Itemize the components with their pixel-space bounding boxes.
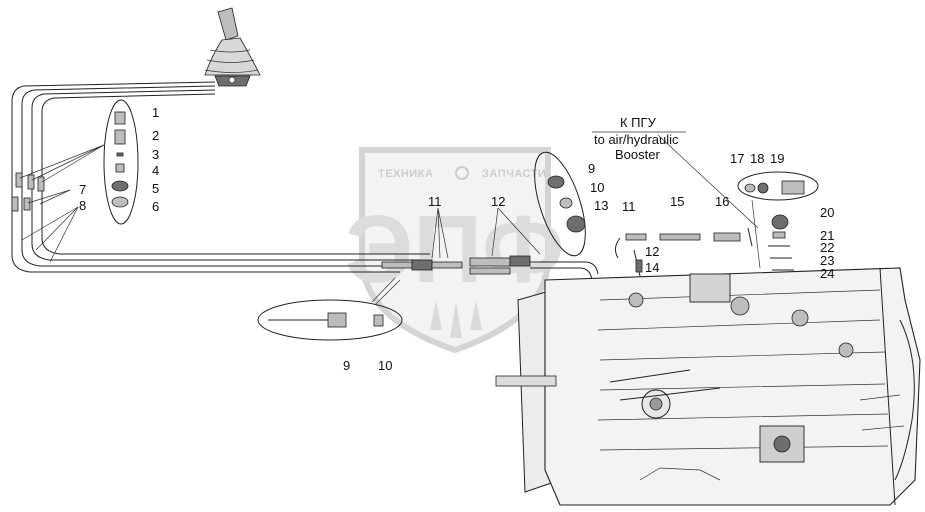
- callout-13: 13: [594, 198, 608, 213]
- part-2: [114, 129, 126, 145]
- callout-10-upper: 10: [590, 180, 604, 195]
- parts-group-left: [103, 99, 139, 225]
- callout-4: 4: [152, 163, 159, 178]
- leaders-left: [19, 144, 105, 263]
- callout-17: 17: [730, 151, 744, 166]
- parts-group-bottom: [257, 277, 403, 341]
- watermark-top-left: ТЕХНИКА: [378, 168, 433, 180]
- note-leader: [657, 134, 759, 229]
- left-fittings: [11, 172, 45, 212]
- callout-15: 15: [670, 194, 684, 209]
- callout-9-upper: 9: [588, 161, 595, 176]
- callout-12-right: 12: [645, 244, 659, 259]
- gear-shift-lever: [204, 7, 261, 87]
- part-3: [116, 152, 124, 157]
- parts-group-middle: [534, 151, 586, 257]
- note-ru: К ПГУ: [620, 115, 657, 130]
- watermark-letters: ЭПФ: [345, 196, 564, 303]
- watermark-top-right: ЗАПЧАСТИ: [482, 168, 546, 180]
- callout-1: 1: [152, 105, 159, 120]
- callout-11-left: 11: [428, 194, 442, 209]
- callout-18: 18: [750, 151, 764, 166]
- callout-14: 14: [645, 260, 659, 275]
- callout-23: 23: [820, 253, 834, 268]
- middle-fittings: [381, 255, 599, 281]
- note-en-line2: Booster: [615, 147, 660, 162]
- callout-19: 19: [770, 151, 784, 166]
- part-9-nut: [327, 312, 347, 328]
- callout-5: 5: [152, 181, 159, 196]
- part-4: [115, 163, 125, 173]
- callout-2: 2: [152, 128, 159, 143]
- part-6: [111, 196, 129, 208]
- callout-9-lower: 9: [343, 358, 350, 373]
- gearbox-housing: [495, 267, 921, 506]
- note-en-line1: to air/hydraulic: [594, 132, 679, 147]
- watermark-wheat-icon: [430, 300, 482, 338]
- leaders-11-12-top: [431, 207, 541, 259]
- callout-20: 20: [820, 205, 834, 220]
- callout-8: 8: [79, 198, 86, 213]
- parts-group-top-right: [737, 171, 819, 201]
- callout-22: 22: [820, 240, 834, 255]
- callout-7: 7: [79, 182, 86, 197]
- part-10-ring: [373, 314, 384, 327]
- callout-16: 16: [715, 194, 729, 209]
- part-5: [111, 180, 129, 192]
- callout-11-right: 11: [622, 199, 636, 214]
- parts-group-right-column: [768, 214, 794, 271]
- callout-labels: 1 2 3 4 5 6 7 8 9 10 9 10 11 12 13 11 12…: [79, 105, 834, 373]
- callout-24: 24: [820, 266, 834, 281]
- right-hose-group: [614, 199, 761, 277]
- callout-6: 6: [152, 199, 159, 214]
- callout-10-lower: 10: [378, 358, 392, 373]
- watermark-gear-icon: [455, 166, 469, 180]
- callout-21: 21: [820, 228, 834, 243]
- callout-3: 3: [152, 147, 159, 162]
- watermark: ТЕХНИКА ЗАПЧАСТИ ЭПФ: [345, 147, 564, 354]
- part-1: [114, 111, 126, 125]
- callout-12-left: 12: [491, 194, 505, 209]
- booster-note: К ПГУ to air/hydraulic Booster: [594, 115, 679, 162]
